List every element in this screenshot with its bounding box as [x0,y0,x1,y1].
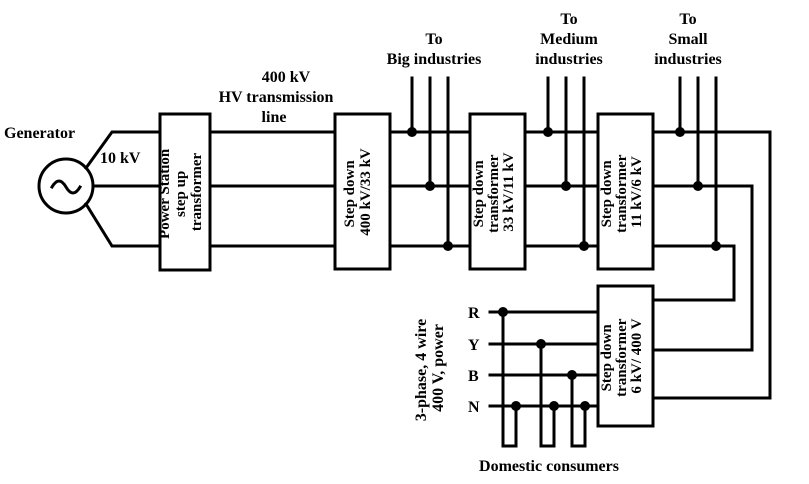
big-industries-label: Big industries [387,51,482,68]
small-industries-label-2: industries [654,51,722,68]
neutral-n-label: N [468,399,480,416]
medium-industries-feeder [543,76,589,251]
power-station-transformer-label: Power Station step up transformer [157,145,205,239]
big-industries-to-label: To [425,31,442,48]
supply-spec-label: 3-phase, 4 wire 400 V, power [413,315,447,421]
medium-industries-to-label: To [560,11,577,28]
transmission-label: HV transmission [219,89,334,106]
step-down-transformer-6kv-400v [596,284,655,428]
transmission-voltage-label: 400 kV [262,69,311,86]
step-down-11-6-label: Step down transformer 11 kV/6 kV [599,151,645,233]
phase-b-label: B [468,368,479,385]
power-station-transformer [158,112,212,272]
bus-6kv [651,130,772,400]
medium-industries-label: Medium [540,31,598,48]
step-down-transformer-11-6 [596,112,655,271]
big-industries-feeder [407,76,453,251]
small-industries-label: Small [668,31,708,48]
bus-11kv [523,130,600,248]
step-down-33-11-label: Step down transformer 33 kV/11 kV [471,151,517,233]
generator-label: Generator [4,125,75,142]
small-industries-to-label: To [679,11,696,28]
transmission-line-label: line [262,109,287,126]
distribution-bus-400v [488,310,600,408]
phase-r-label: R [468,305,480,322]
small-industries-feeder [675,76,721,251]
step-down-transformer-400-33 [333,112,392,271]
domestic-consumers-label: Domestic consumers [479,458,619,475]
generator-voltage-label: 10 kV [100,150,141,167]
medium-industries-label-2: industries [535,51,603,68]
ac-wave-icon [49,179,83,195]
step-down-transformer-33-11 [468,112,527,271]
step-down-6kv-400v-label: Step down transformer 6 kV/ 400 V [599,315,645,397]
generator-leads [83,130,162,248]
hv-transmission-line [208,130,337,248]
domestic-consumer-taps [498,307,590,448]
step-down-400-33-label: Step down 400 kV/33 kV [342,148,374,236]
phase-y-label: Y [468,337,480,354]
